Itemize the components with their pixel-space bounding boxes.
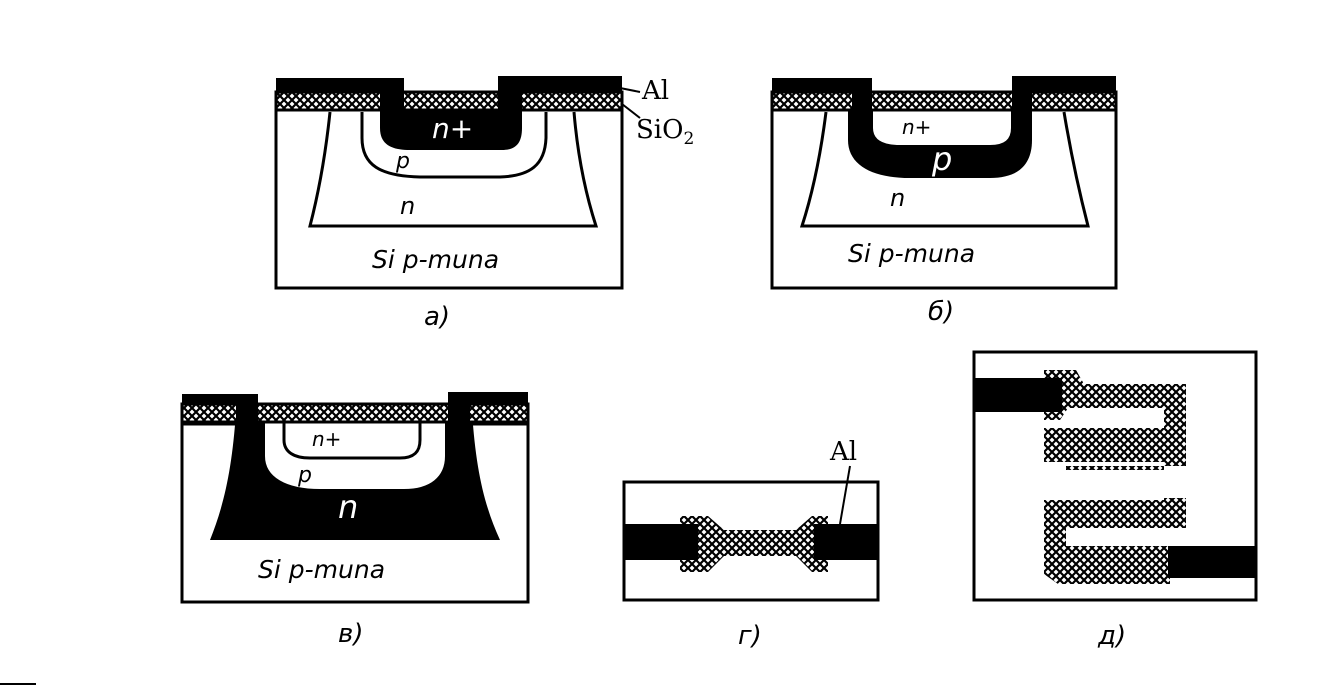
caption-v: в) xyxy=(338,619,363,649)
panel-d: д) xyxy=(972,350,1258,651)
panel-a-p-label: p xyxy=(395,149,410,174)
panel-a-nplus-label: n+ xyxy=(432,112,473,145)
panel-b-p-label: p xyxy=(931,140,952,178)
panel-v-al-contact-right xyxy=(448,392,528,404)
panel-a-p-region xyxy=(360,112,548,179)
panel-b-n-region xyxy=(799,111,1090,228)
panel-v: n+ p n Si p-muna в) xyxy=(180,392,530,649)
caption-g: г) xyxy=(738,621,762,651)
panel-a-al-contact-left xyxy=(276,78,404,92)
panel-d-lead-right xyxy=(1168,546,1256,578)
panel-b-al-contact-left xyxy=(772,78,872,92)
sio2-label: SiO2 xyxy=(636,115,694,149)
caption-d: д) xyxy=(1097,621,1126,651)
panel-v-al-contact-left xyxy=(182,394,258,404)
panel-g: Al г) xyxy=(622,437,880,651)
panel-v-p-label: p xyxy=(297,463,312,488)
panel-a-n-region xyxy=(308,111,599,228)
panel-g-al-label: Al xyxy=(829,437,857,467)
panel-v-substrate-label: Si p-muna xyxy=(258,555,385,584)
panel-b-al-contact-right xyxy=(1012,76,1116,92)
panel-v-p-region xyxy=(263,419,447,491)
panel-a-oxide xyxy=(274,90,624,112)
panel-g-lead-right xyxy=(814,524,878,560)
panel-a-nplus-region xyxy=(380,100,522,150)
al-label: Al xyxy=(641,76,669,106)
panel-v-nplus-region xyxy=(282,420,422,460)
panel-b-nplus-region xyxy=(871,107,1013,147)
panel-b-oxide xyxy=(770,90,1118,112)
caption-b: б) xyxy=(928,297,954,327)
panel-a-al-contact-right xyxy=(498,76,622,92)
panel-b-nplus-label: n+ xyxy=(902,115,931,139)
panel-g-resistor-body xyxy=(680,516,828,572)
panel-b-n-label: n xyxy=(890,184,905,212)
caption-a: а) xyxy=(424,302,450,332)
panel-v-n-label: n xyxy=(338,488,358,526)
panel-d-lead-left xyxy=(974,378,1062,412)
panel-v-oxide xyxy=(180,402,530,424)
panel-b: n+ p n Si p-muna б) xyxy=(770,76,1118,327)
panel-a: n+ p n Si p-muna Al SiO2 а) xyxy=(274,76,694,332)
panel-b-substrate-label: Si p-muna xyxy=(848,239,975,268)
panel-a-substrate-label: Si p-muna xyxy=(372,245,499,274)
panel-g-lead-left xyxy=(624,524,698,560)
panel-v-nplus-label: n+ xyxy=(312,427,341,451)
panel-a-n-label: n xyxy=(400,192,415,220)
